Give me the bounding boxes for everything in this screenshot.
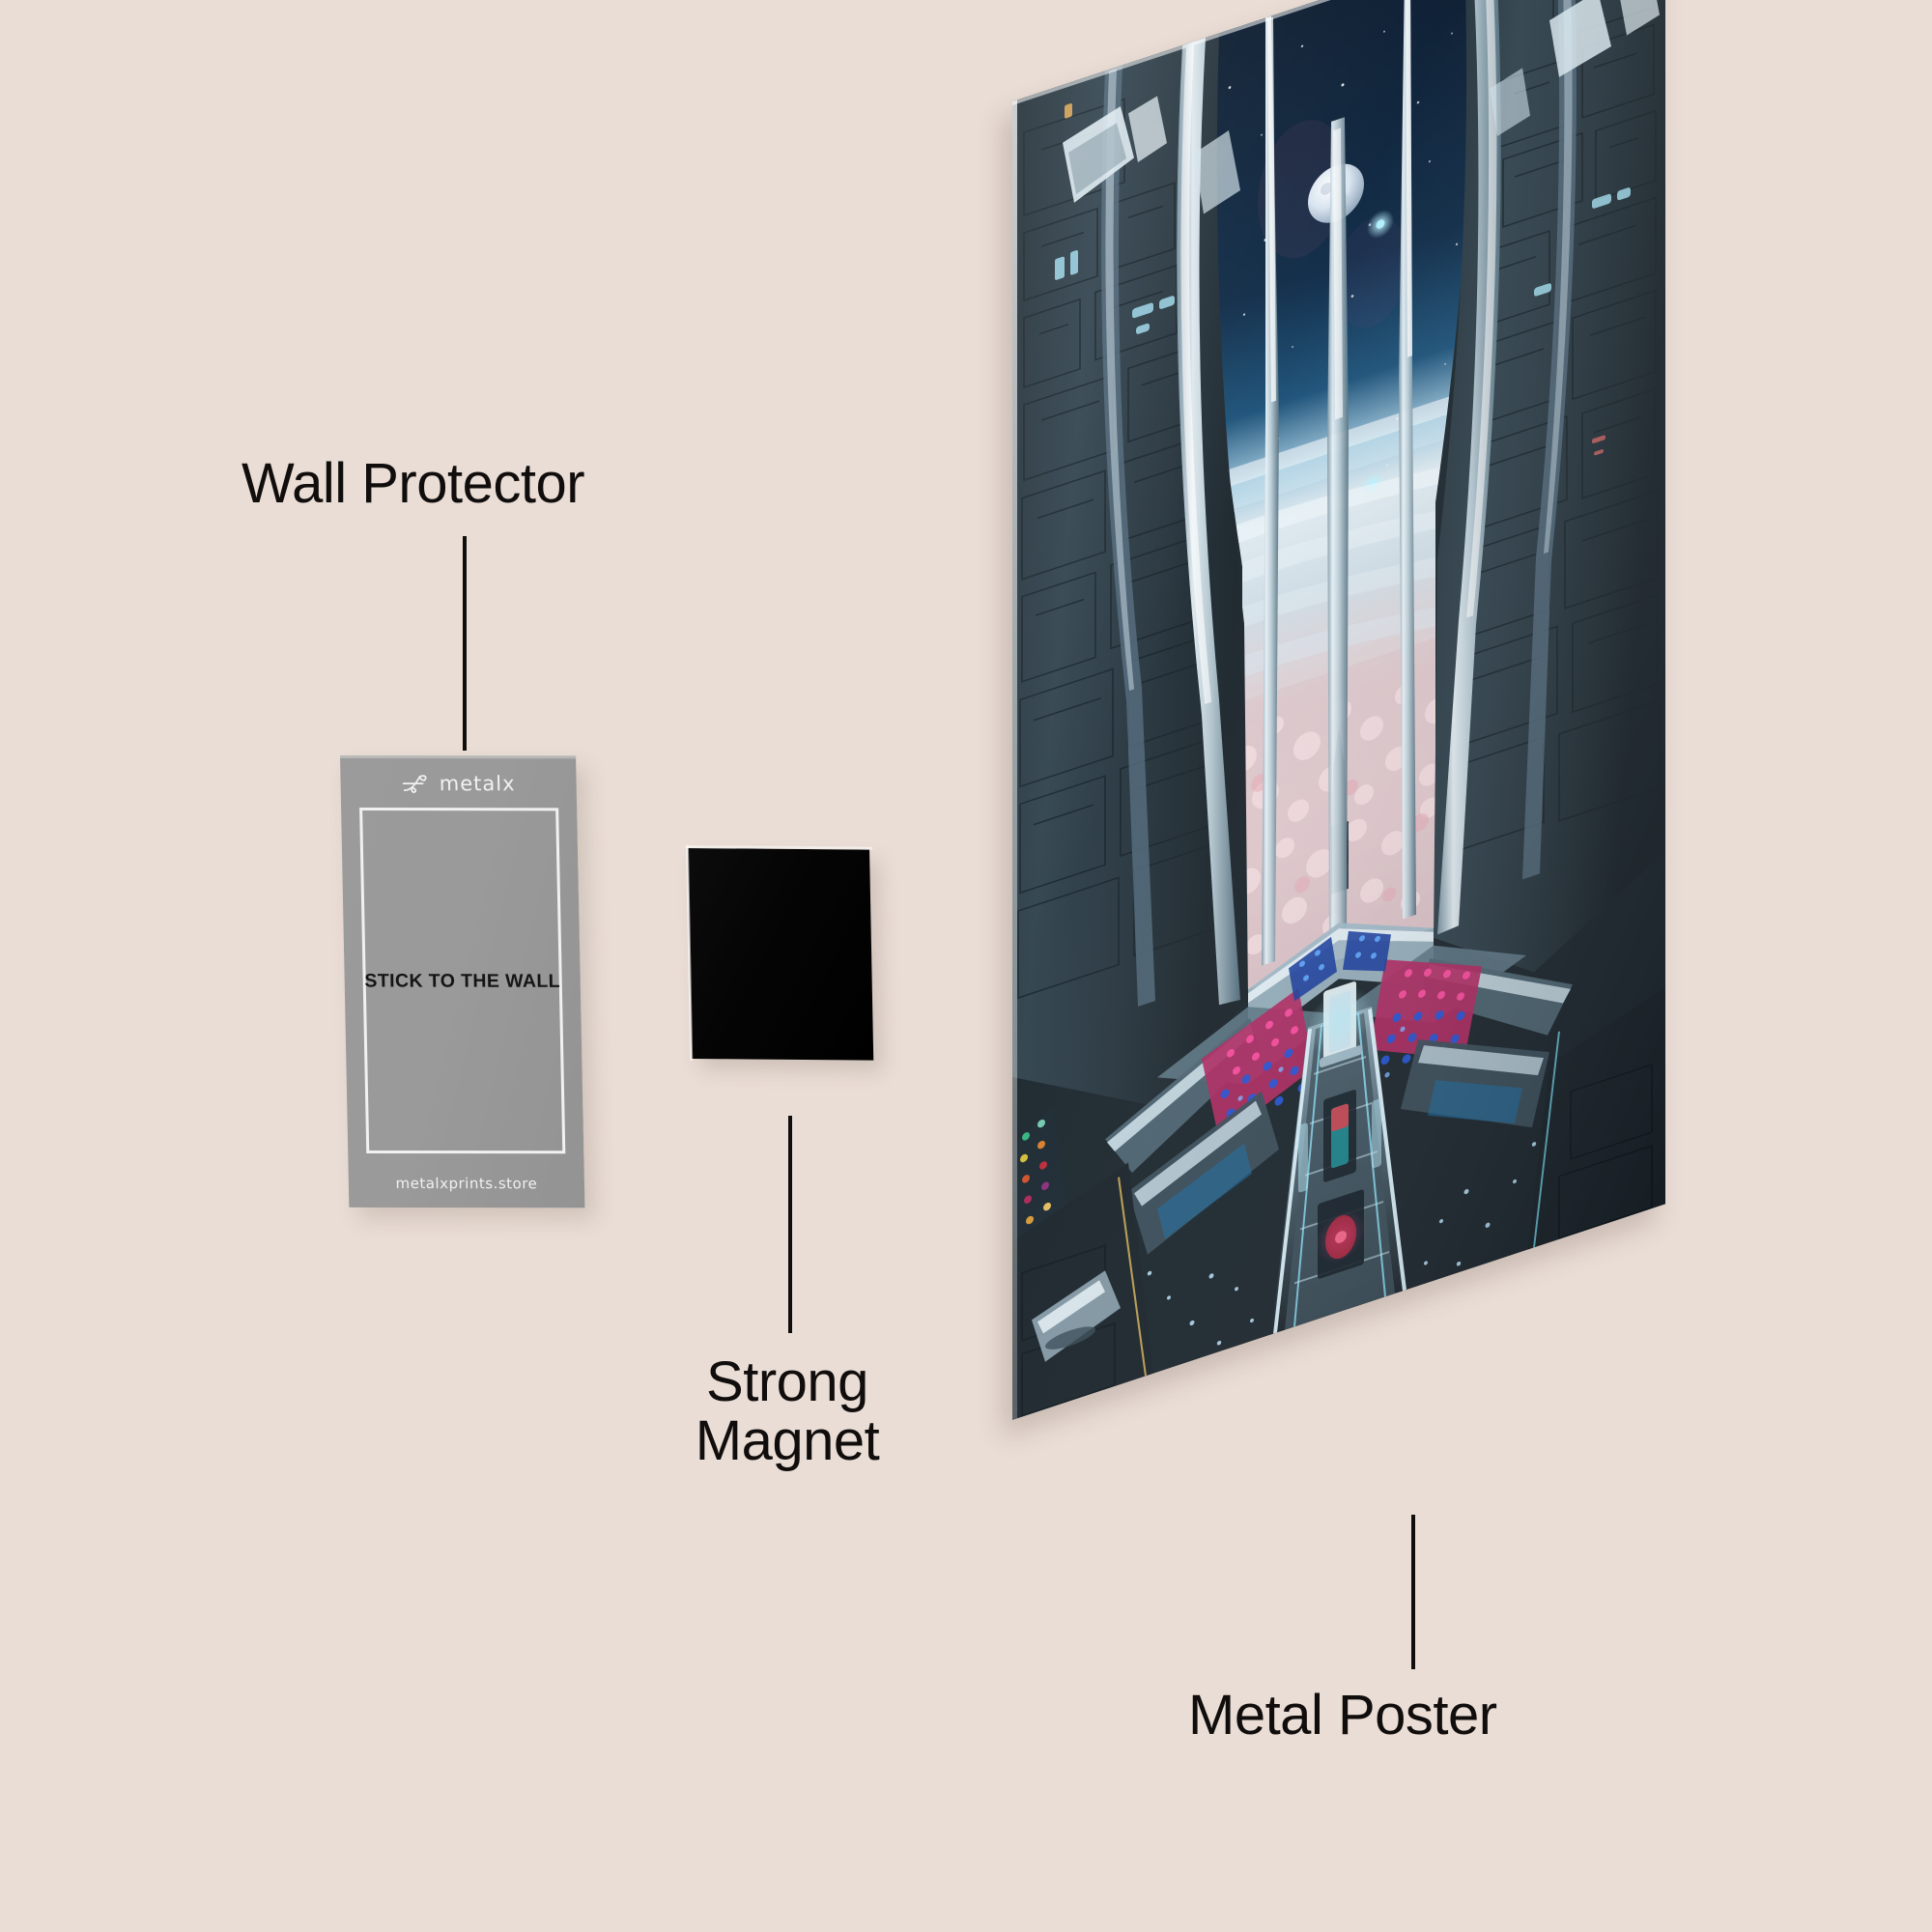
poster-artwork — [1012, 0, 1665, 1421]
callout-label-strong-magnet: Strong Magnet — [695, 1350, 880, 1473]
leader-line-wall-protector — [463, 536, 467, 751]
poster-artwork-illustration — [1012, 0, 1665, 1420]
wall-protector-card: metalx STICK TO THE WALL metalxprints.st… — [340, 755, 585, 1208]
leader-line-metal-poster — [1411, 1515, 1415, 1669]
metalx-logo: metalx — [340, 771, 576, 795]
metalx-wordmark: metalx — [439, 771, 516, 795]
wall-protector-instruction: STICK TO THE WALL — [364, 970, 561, 992]
metal-poster-panel — [1012, 0, 1665, 1421]
wall-protector-url: metalxprints.store — [395, 1174, 538, 1193]
callout-label-wall-protector: Wall Protector — [242, 452, 585, 515]
poster-left-edge-highlight — [1012, 99, 1017, 1420]
metalx-propeller-mark-icon — [402, 773, 431, 794]
leader-line-strong-magnet — [788, 1116, 792, 1333]
strong-magnet-square — [688, 848, 874, 1061]
callout-label-metal-poster: Metal Poster — [1188, 1684, 1497, 1747]
